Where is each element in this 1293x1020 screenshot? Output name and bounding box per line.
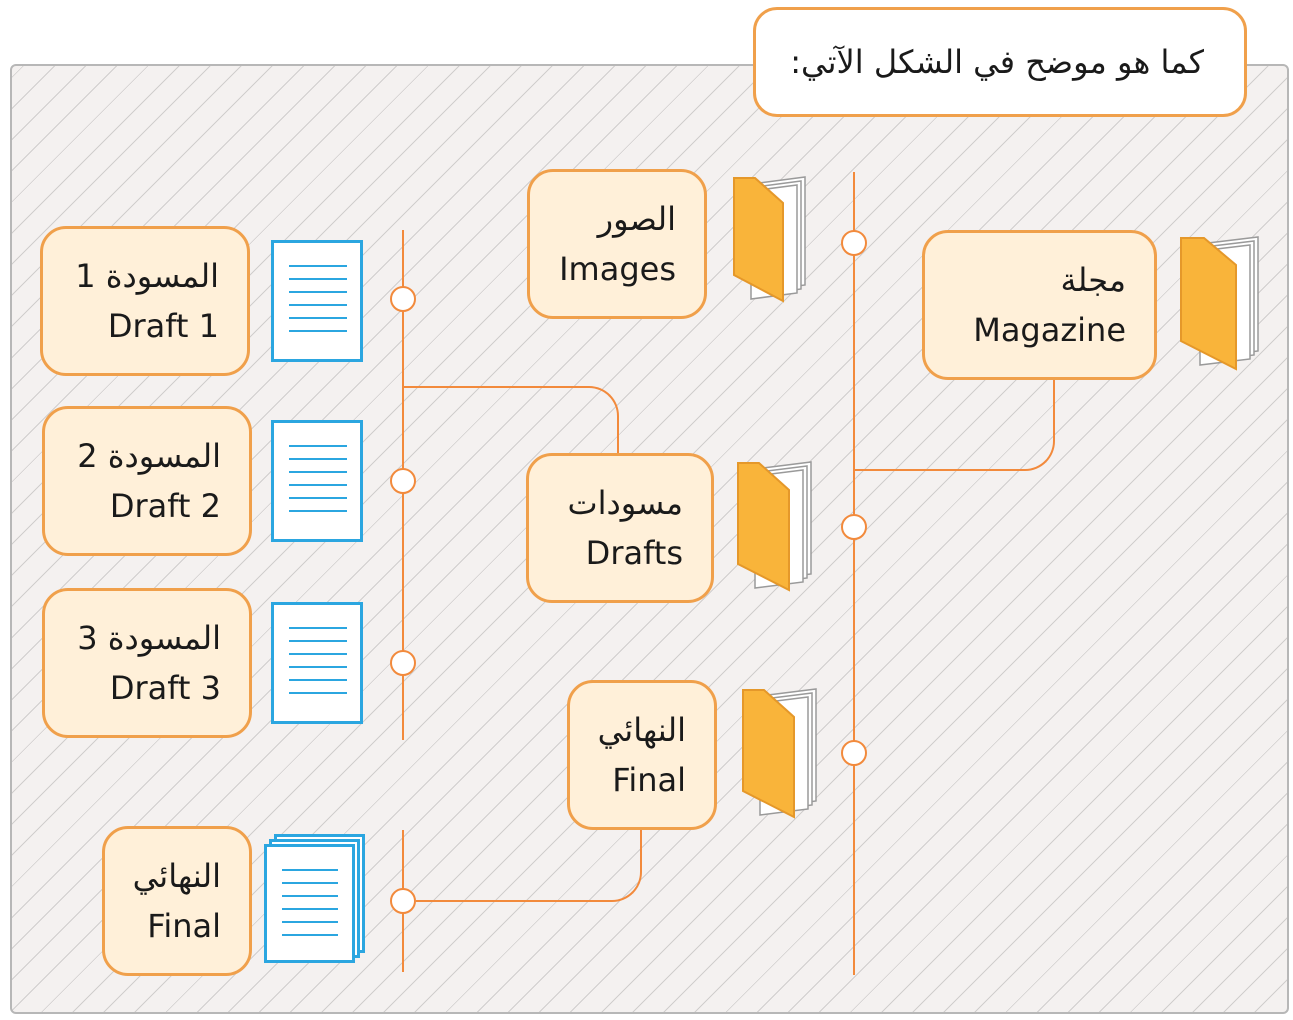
stacked-documents-icon <box>264 834 365 963</box>
images-label-ar: الصور <box>597 200 676 238</box>
draft2-label-en: Draft 2 <box>109 487 221 525</box>
final-file-label: النهائي Final <box>102 826 252 976</box>
draft2-label-ar: المسودة 2 <box>77 437 221 475</box>
drafts-connector <box>403 386 619 456</box>
final-folder-label: النهائي Final <box>567 680 717 830</box>
final-node-dot <box>390 888 416 914</box>
magazine-node-dot-images <box>841 230 867 256</box>
folder-icon <box>737 461 812 592</box>
magazine-label-ar: مجلة <box>1060 261 1126 299</box>
drafts-node-dot-draft1 <box>390 286 416 312</box>
magazine-connector <box>854 376 1055 471</box>
draft3-label-ar: المسودة 3 <box>77 619 221 657</box>
magazine-trunk-line <box>853 172 855 975</box>
drafts-node-dot-draft3 <box>390 650 416 676</box>
draft1-label-en: Draft 1 <box>107 307 219 345</box>
magazine-label: مجلة Magazine <box>922 230 1157 380</box>
document-icon <box>271 240 363 362</box>
final-connector <box>416 828 642 902</box>
magazine-node-dot-drafts <box>841 514 867 540</box>
final-folder-label-en: Final <box>612 761 686 799</box>
document-icon <box>271 420 363 542</box>
final-file-label-en: Final <box>147 907 221 945</box>
draft3-label: المسودة 3 Draft 3 <box>42 588 252 738</box>
drafts-label-en: Drafts <box>585 534 683 572</box>
final-file-label-ar: النهائي <box>132 857 221 895</box>
drafts-node-dot-draft2 <box>390 468 416 494</box>
magazine-node-dot-final <box>841 740 867 766</box>
final-folder-label-ar: النهائي <box>597 711 686 749</box>
document-icon <box>271 602 363 724</box>
draft1-label-ar: المسودة 1 <box>75 257 219 295</box>
folder-icon <box>1180 236 1259 371</box>
folder-icon <box>733 176 806 303</box>
draft2-label: المسودة 2 Draft 2 <box>42 406 252 556</box>
draft3-label-en: Draft 3 <box>109 669 221 707</box>
images-label: الصور Images <box>527 169 707 319</box>
images-label-en: Images <box>559 250 676 288</box>
draft1-label: المسودة 1 Draft 1 <box>40 226 250 376</box>
caption-callout: كما هو موضح في الشكل الآتي: <box>753 7 1247 117</box>
magazine-label-en: Magazine <box>973 311 1126 349</box>
caption-text: كما هو موضح في الشكل الآتي: <box>790 43 1204 81</box>
folder-icon <box>742 688 817 819</box>
drafts-label: مسودات Drafts <box>526 453 714 603</box>
drafts-label-ar: مسودات <box>567 484 683 522</box>
